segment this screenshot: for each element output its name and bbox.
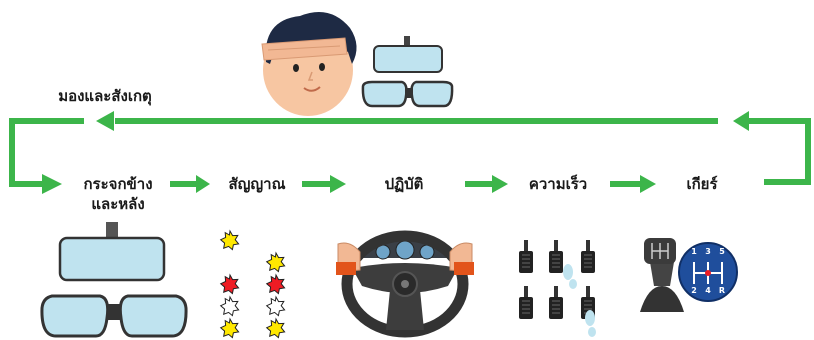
- gear-number-1: 1: [689, 247, 699, 256]
- flow-arrow-3: [465, 175, 508, 193]
- flow-arrow-1: [170, 175, 210, 193]
- pedals-icon: [519, 240, 596, 337]
- step-speed-label: ความเร็ว: [510, 174, 606, 194]
- loop-arrowhead-right: [733, 111, 749, 131]
- signal-lights-icon: [221, 231, 285, 338]
- gear-number-5: 5: [717, 247, 727, 256]
- steering-wheel-icon: [336, 234, 474, 332]
- loop-title: มองและสังเกตุ: [40, 86, 170, 106]
- step-manoeuvre-label: ปฏิบัติ: [352, 174, 456, 194]
- gear-number-3: 3: [703, 247, 713, 256]
- person-looking-icon: [262, 12, 357, 116]
- mirror-icon-small: [363, 36, 452, 106]
- flow-arrow-2: [302, 175, 346, 193]
- gear-number-4: 4: [703, 286, 713, 295]
- step-mirrors-label: กระจกข้าง: [66, 174, 170, 194]
- step-mirrors-label-line2: และหลัง: [66, 194, 170, 214]
- step-gear-label: เกียร์: [660, 174, 744, 194]
- gear-number-r: R: [717, 286, 727, 295]
- gear-number-2: 2: [689, 286, 699, 295]
- loop-arrowhead-left: [42, 174, 62, 194]
- loop-arrowhead-top: [96, 111, 114, 131]
- mirror-icon: [42, 222, 186, 336]
- step-signal-label: สัญญาณ: [214, 174, 300, 194]
- flow-arrow-4: [610, 175, 656, 193]
- loop-right-bracket: [746, 121, 808, 182]
